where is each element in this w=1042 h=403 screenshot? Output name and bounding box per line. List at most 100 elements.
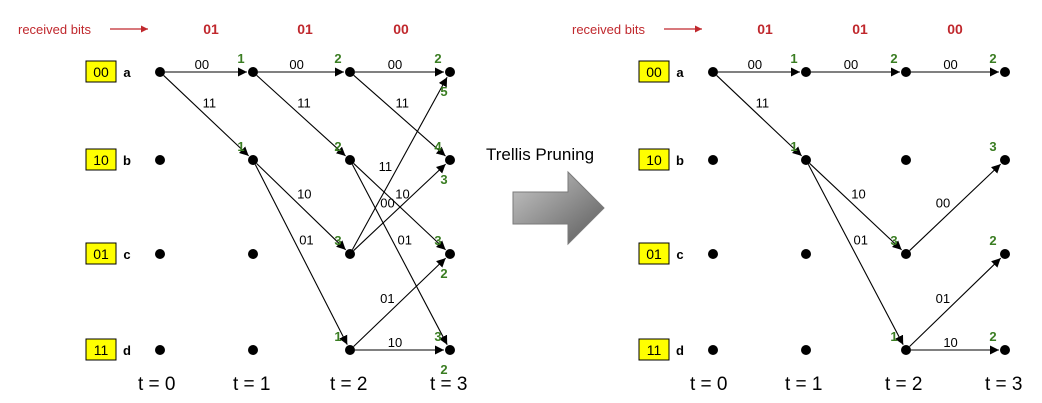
pruning-arrow-icon xyxy=(512,170,605,246)
trellis-edge xyxy=(909,163,1002,251)
trellis-node xyxy=(445,155,455,165)
trellis-edge xyxy=(716,75,803,157)
path-metric: 3 xyxy=(334,233,341,248)
state-name: b xyxy=(676,153,684,168)
time-step-label: t = 3 xyxy=(985,374,1023,395)
state-box xyxy=(85,338,117,361)
trellis-node xyxy=(801,345,811,355)
pruning-transition: Trellis Pruning xyxy=(486,145,605,246)
state-code: 00 xyxy=(646,64,662,80)
received-bits-value: 01 xyxy=(757,21,773,37)
trellis-node xyxy=(901,345,911,355)
state-box xyxy=(638,148,670,171)
trellis-edge xyxy=(351,76,448,250)
path-metric: 1 xyxy=(890,329,897,344)
edge-output-label: 01 xyxy=(936,291,950,306)
trellis-node xyxy=(155,67,165,77)
trellis-node xyxy=(345,155,355,165)
received-bits-label: received bits xyxy=(572,22,645,37)
state-code: 11 xyxy=(94,342,109,358)
trellis-node xyxy=(345,67,355,77)
trellis-node xyxy=(248,345,258,355)
trellis-node xyxy=(801,67,811,77)
edge-output-label: 00 xyxy=(289,57,303,72)
trellis-edge xyxy=(254,164,348,345)
time-step-label: t = 2 xyxy=(885,374,923,395)
trellis-node xyxy=(1000,249,1010,259)
time-step-label: t = 1 xyxy=(785,374,823,395)
state-code: 00 xyxy=(93,64,109,80)
trellis-node xyxy=(708,67,718,77)
edge-output-label: 11 xyxy=(297,95,311,110)
trellis-edge xyxy=(353,163,447,251)
trellis-node xyxy=(708,249,718,259)
edge-output-label: 00 xyxy=(844,57,858,72)
edge-output-label: 00 xyxy=(943,57,957,72)
edge-output-label: 00 xyxy=(195,57,209,72)
state-name: d xyxy=(123,343,131,358)
state-box xyxy=(85,148,117,171)
path-metric: 3 xyxy=(890,233,897,248)
path-metric: 2 xyxy=(989,51,996,66)
trellis-edge xyxy=(353,74,446,157)
path-metric: 2 xyxy=(890,51,897,66)
state-code: 01 xyxy=(93,246,109,262)
state-box xyxy=(638,338,670,361)
path-metric: 3 xyxy=(434,329,441,344)
trellis-node xyxy=(708,155,718,165)
path-metric: 1 xyxy=(790,51,797,66)
state-code: 10 xyxy=(93,152,109,168)
time-step-label: t = 2 xyxy=(330,374,368,395)
path-metric: 1 xyxy=(790,139,797,154)
received-bits-value: 00 xyxy=(947,21,963,37)
path-metric: 5 xyxy=(440,84,447,99)
trellis-edge xyxy=(353,257,447,347)
state-name: b xyxy=(123,153,131,168)
edge-output-label: 10 xyxy=(851,186,865,201)
trellis-node xyxy=(345,345,355,355)
time-step-label: t = 1 xyxy=(233,374,271,395)
trellis-node xyxy=(1000,155,1010,165)
trellis-node xyxy=(1000,67,1010,77)
edge-output-label: 11 xyxy=(756,96,770,111)
trellis-node xyxy=(445,345,455,355)
trellis-edge xyxy=(256,163,347,251)
state-box xyxy=(638,242,670,265)
trellis-node xyxy=(901,155,911,165)
trellis-edge xyxy=(256,74,346,157)
trellis-node xyxy=(155,345,165,355)
trellis-node xyxy=(901,67,911,77)
path-metric: 2 xyxy=(989,233,996,248)
state-name: d xyxy=(676,343,684,358)
trellis-node xyxy=(901,249,911,259)
trellis-edge xyxy=(909,257,1002,347)
edge-output-label: 10 xyxy=(943,335,957,350)
time-step-label: t = 3 xyxy=(430,374,468,395)
trellis-edge xyxy=(809,163,903,251)
trellis-edge xyxy=(807,164,904,345)
edge-output-label: 11 xyxy=(379,159,393,174)
state-code: 01 xyxy=(646,246,662,262)
state-code: 10 xyxy=(646,152,662,168)
state-name: c xyxy=(676,247,683,262)
state-box xyxy=(638,60,670,83)
path-metric: 3 xyxy=(434,233,441,248)
path-metric: 1 xyxy=(237,139,244,154)
time-step-label: t = 0 xyxy=(138,374,176,395)
trellis-node xyxy=(345,249,355,259)
received-bits-value: 01 xyxy=(852,21,868,37)
path-metric: 1 xyxy=(237,51,244,66)
edge-output-label: 00 xyxy=(380,196,394,211)
edge-output-label: 01 xyxy=(380,291,394,306)
trellis-node xyxy=(155,249,165,259)
trellis-node xyxy=(1000,345,1010,355)
path-metric: 4 xyxy=(434,139,442,154)
path-metric: 3 xyxy=(440,172,447,187)
state-name: a xyxy=(676,65,684,80)
state-code: 11 xyxy=(647,342,662,358)
trellis-pruning-title: Trellis Pruning xyxy=(486,145,594,164)
trellis-node xyxy=(801,249,811,259)
